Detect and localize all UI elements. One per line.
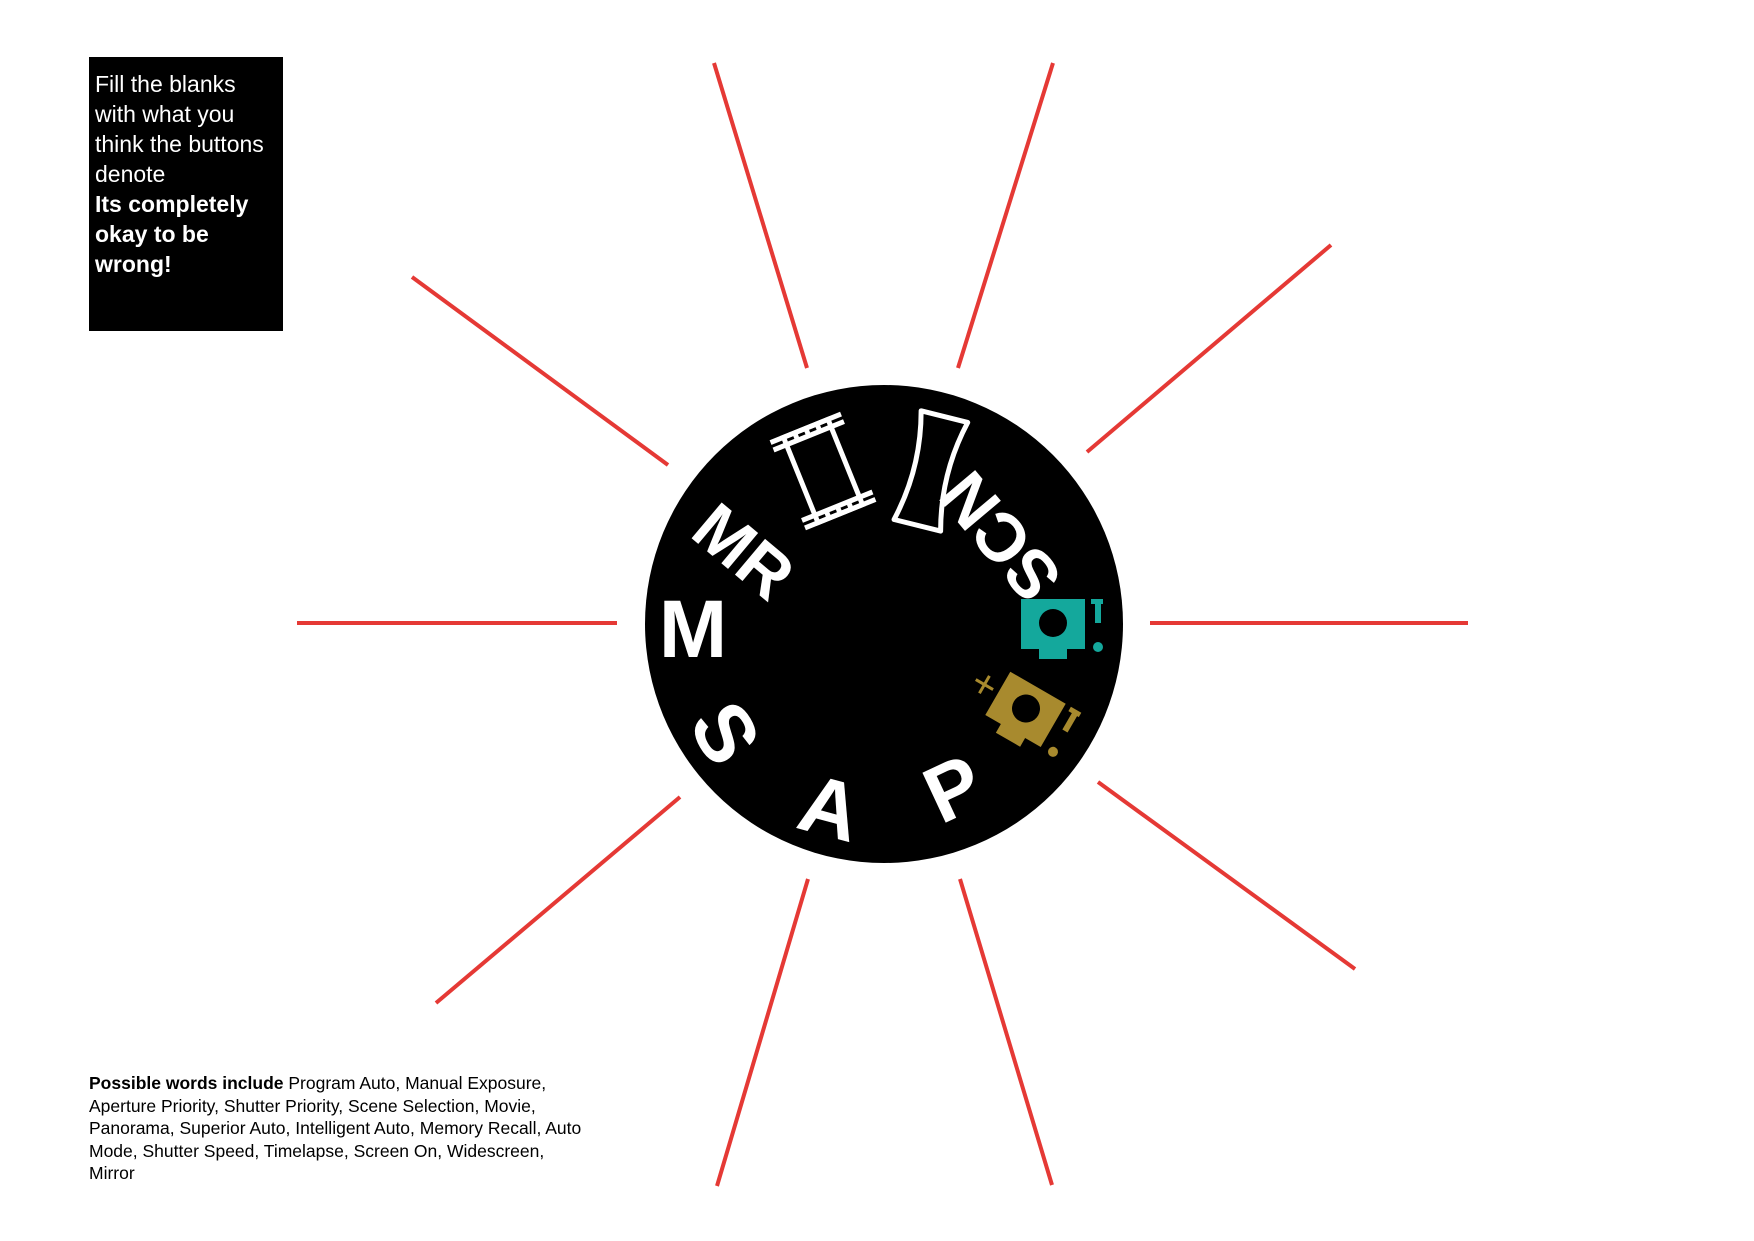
leader-line-panorama — [956, 62, 1055, 369]
leader-line-superior-auto — [1096, 780, 1357, 971]
superior-auto-icon — [975, 671, 1082, 757]
instruction-text: Fill the blanks with what you think the … — [95, 71, 264, 187]
leader-lines — [297, 62, 1468, 1187]
possible-words-list: Program Auto, Manual Exposure, Aperture … — [89, 1073, 582, 1184]
panorama-icon — [891, 408, 971, 534]
possible-words: Possible words include Program Auto, Man… — [89, 1072, 589, 1185]
intelligent-auto-icon — [1021, 599, 1103, 659]
leader-line-s — [434, 795, 682, 1005]
leader-line-p — [958, 878, 1054, 1186]
movie-icon — [769, 411, 877, 531]
instruction-emphasis: Its completely okay to be wrong! — [95, 191, 249, 277]
leader-line-a — [715, 878, 810, 1187]
leader-line-movie — [712, 62, 809, 369]
dial-label-m: M — [659, 584, 727, 675]
possible-words-label: Possible words include — [89, 1073, 289, 1093]
instruction-box: Fill the blanks with what you think the … — [89, 57, 283, 331]
leader-line-scn — [1085, 243, 1333, 454]
mode-dial — [645, 385, 1123, 863]
leader-line-mr — [410, 275, 670, 467]
